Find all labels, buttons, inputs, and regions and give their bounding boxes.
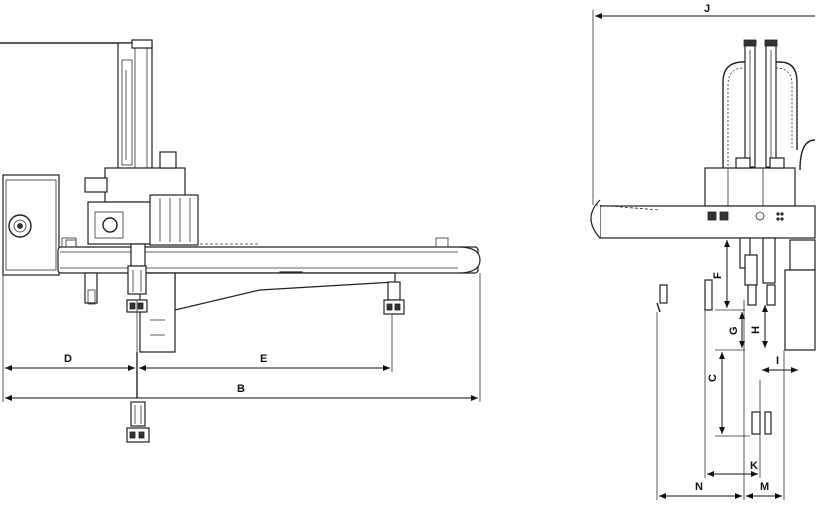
control-button-1 [707, 211, 717, 221]
lowered-gripper [126, 427, 150, 443]
label-m: M [760, 481, 769, 493]
label-b: B [237, 383, 245, 395]
front-beam-cap [590, 199, 601, 239]
label-i: I [776, 355, 779, 367]
front-beam [599, 205, 816, 239]
label-k: K [750, 460, 758, 472]
main-beam [57, 246, 479, 274]
front-lowered-gripper [751, 411, 761, 435]
arm-gripper-right [766, 284, 776, 306]
label-c: C [707, 374, 719, 382]
fan-icon [8, 214, 32, 238]
label-d: D [64, 353, 72, 365]
cable-loop-left [722, 61, 745, 170]
label-n: N [695, 481, 703, 493]
support-strut [174, 272, 396, 311]
support-column [139, 272, 176, 353]
label-g: G [728, 326, 740, 335]
label-j: J [704, 3, 710, 15]
cable-loop-right [776, 61, 798, 150]
beam-end-cap [457, 246, 481, 274]
right-gripper [383, 299, 405, 315]
front-carriage [704, 167, 796, 207]
label-e: E [260, 353, 267, 365]
side-view: D E B [0, 39, 481, 443]
label-f: F [712, 272, 724, 279]
arm-gripper-left [747, 284, 757, 306]
indicator-light [755, 211, 765, 221]
front-view: J [590, 3, 816, 500]
gripper-upper [127, 265, 147, 295]
control-button-2 [719, 211, 729, 221]
motor-pack [149, 194, 199, 246]
label-h: H [750, 326, 762, 334]
